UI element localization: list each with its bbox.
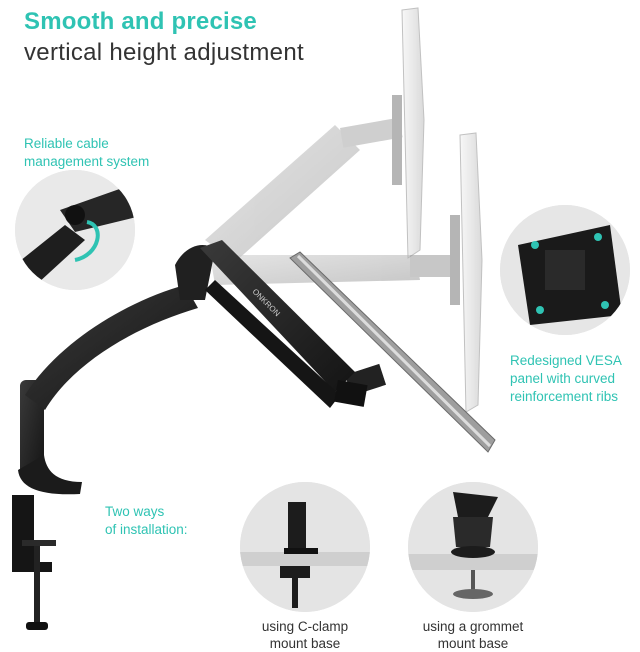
cable-management-callout: Reliable cable management system — [24, 135, 149, 171]
vesa-panel-callout: Redesigned VESA panel with curved reinfo… — [510, 352, 622, 406]
caption-line: mount base — [269, 636, 341, 651]
callout-line: Reliable cable — [24, 136, 109, 151]
caption-line: using C-clamp — [261, 619, 349, 634]
callout-line: of installation: — [105, 522, 188, 537]
c-clamp-detail — [240, 482, 370, 612]
grommet-detail — [408, 482, 538, 612]
vesa-panel-detail — [500, 205, 630, 335]
c-clamp-caption: using C-clamp mount base — [240, 618, 370, 652]
cable-management-detail — [15, 170, 135, 290]
headline-title: Smooth and precise — [24, 8, 257, 35]
ghost-arm-upper — [205, 7, 425, 262]
headline-subtitle: vertical height adjustment — [24, 39, 304, 66]
caption-line: using a grommet — [422, 619, 524, 634]
installation-callout: Two ways of installation: — [105, 503, 188, 539]
callout-line: reinforcement ribs — [510, 389, 619, 404]
callout-line: management system — [24, 154, 150, 169]
callout-line: panel with curved — [510, 371, 616, 386]
caption-line: mount base — [437, 636, 509, 651]
callout-line: Two ways — [105, 504, 165, 519]
callout-line: Redesigned VESA — [510, 353, 622, 368]
main-arm — [12, 240, 368, 630]
grommet-caption: using a grommet mount base — [408, 618, 538, 652]
